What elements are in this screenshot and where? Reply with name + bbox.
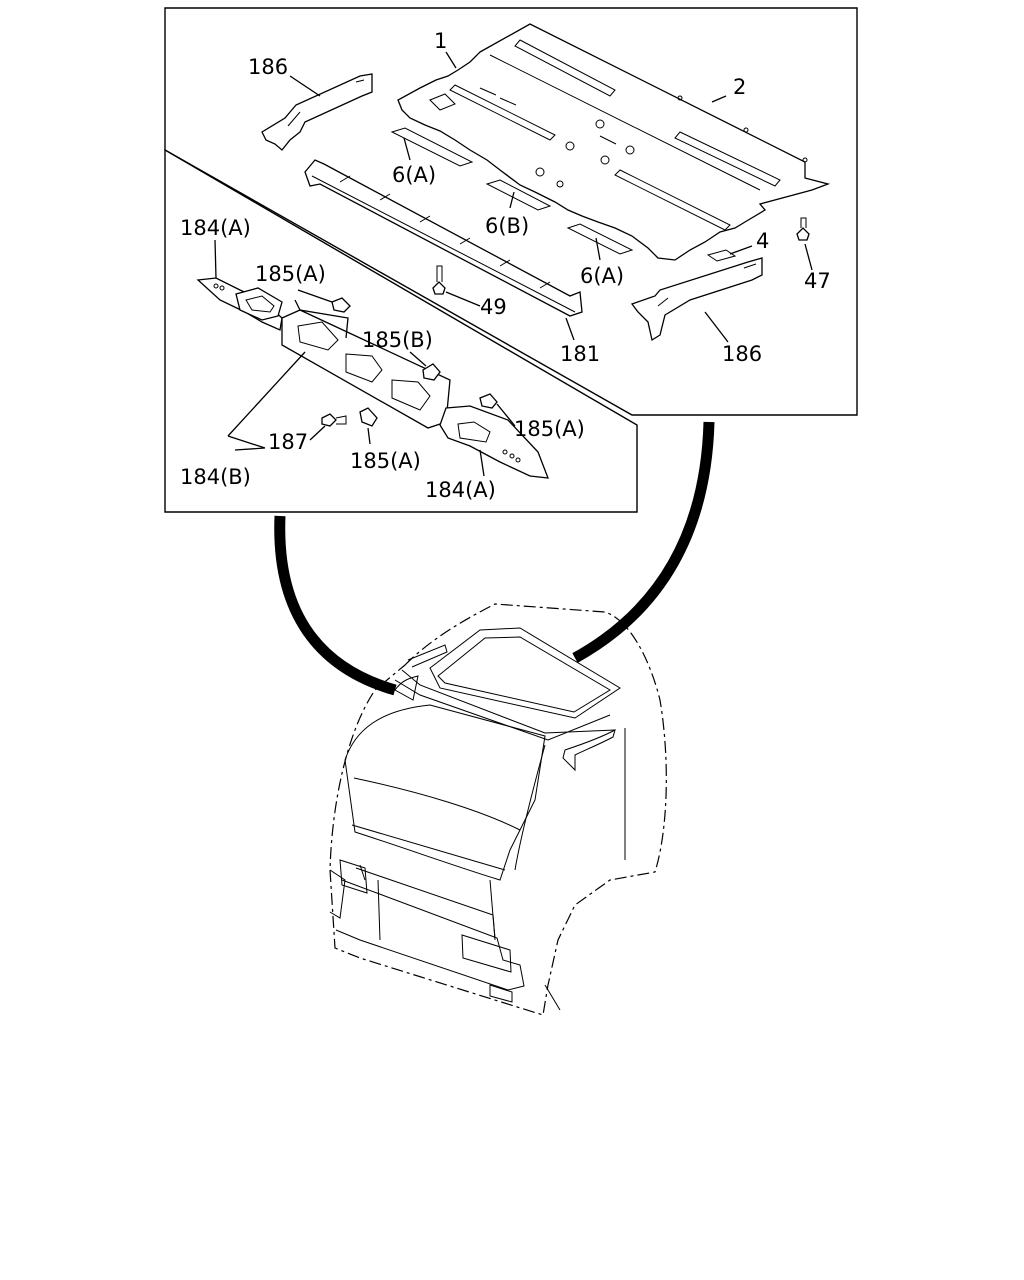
callout-181: 181 [560, 342, 600, 366]
callout-186-bottom: 186 [722, 342, 762, 366]
callout-6a-top: 6(A) [392, 163, 436, 187]
callout-6a-bottom: 6(A) [580, 264, 624, 288]
callout-47: 47 [804, 269, 831, 293]
clip-icon [321, 297, 498, 427]
connector-arcs [274, 421, 715, 696]
callout-1: 1 [434, 29, 447, 53]
clip-47 [796, 217, 810, 241]
overhead-console-icon [196, 277, 549, 479]
callout-185a-right: 185(A) [514, 417, 585, 441]
rail-181 [304, 159, 583, 317]
clip-49 [432, 265, 446, 295]
truck-cab-icon [329, 603, 667, 1016]
strip-6a-top [390, 127, 474, 167]
callout-6b: 6(B) [485, 214, 529, 238]
strip-6a-bottom [566, 223, 634, 255]
bracket-186-bottom [630, 257, 763, 342]
callout-49: 49 [480, 295, 507, 319]
callout-184b: 184(B) [180, 465, 251, 489]
roof-panel-icon [397, 23, 831, 261]
callout-187: 187 [268, 430, 308, 454]
callout-184a-bottom: 184(A) [425, 478, 496, 502]
callout-labels: 186 1 2 6(A) 6(B) 6(A) 4 47 49 181 186 1… [180, 29, 831, 502]
callout-4: 4 [756, 229, 769, 253]
callout-186-top: 186 [248, 55, 288, 79]
console-frame [164, 148, 638, 513]
callout-185a-top: 185(A) [255, 262, 326, 286]
callout-185b: 185(B) [362, 328, 433, 352]
leader-lines [214, 51, 813, 477]
callout-184a-top: 184(A) [180, 216, 251, 240]
callout-2: 2 [733, 75, 746, 99]
part-4 [706, 249, 737, 262]
bracket-186-top [261, 73, 373, 151]
callout-185a-bottom: 185(A) [350, 449, 421, 473]
strip-6b [485, 179, 552, 211]
